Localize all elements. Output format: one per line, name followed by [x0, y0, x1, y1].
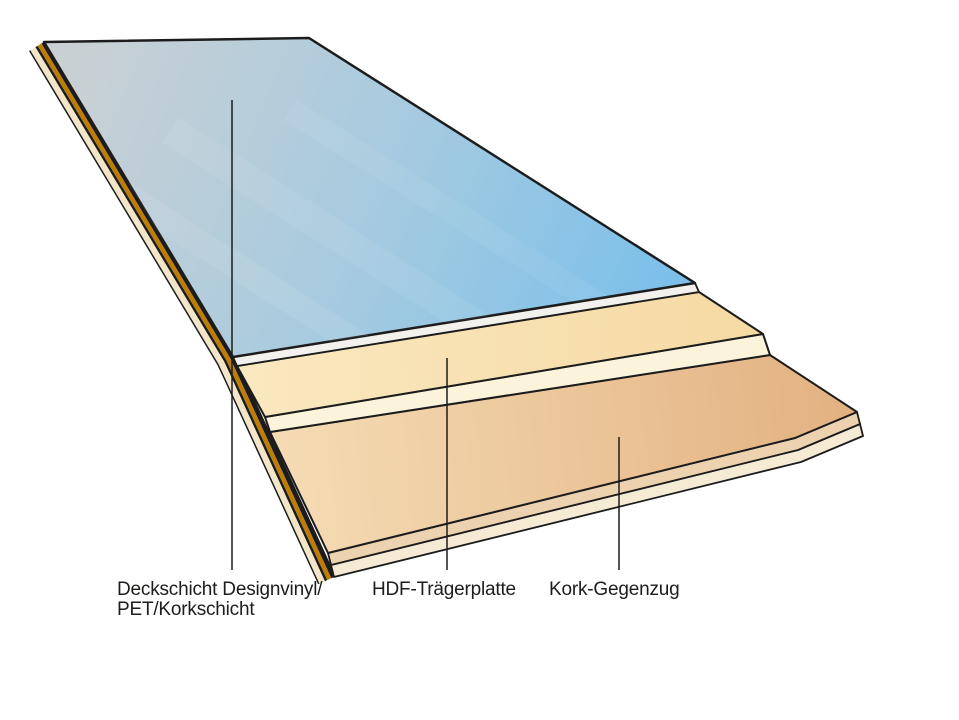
label-hdf: HDF-Trägerplatte: [372, 580, 516, 600]
left-stack-cream-stripe: [30, 47, 325, 584]
label-kork-line1: Kork-Gegenzug: [549, 579, 680, 600]
label-kork: Kork-Gegenzug: [549, 579, 680, 600]
left-edge-stack-stripes: [29, 41, 336, 585]
label-deckschicht-line2: PET/Korkschicht: [117, 599, 255, 620]
deckschicht-top-surface: [42, 36, 697, 359]
label-hdf-line1: HDF-Trägerplatte: [372, 579, 516, 600]
label-deckschicht: Deckschicht Designvinyl/ PET/Korkschicht: [117, 579, 323, 620]
leader-lines: [231, 100, 620, 570]
label-deckschicht-line1: Deckschicht Designvinyl/: [117, 579, 323, 600]
